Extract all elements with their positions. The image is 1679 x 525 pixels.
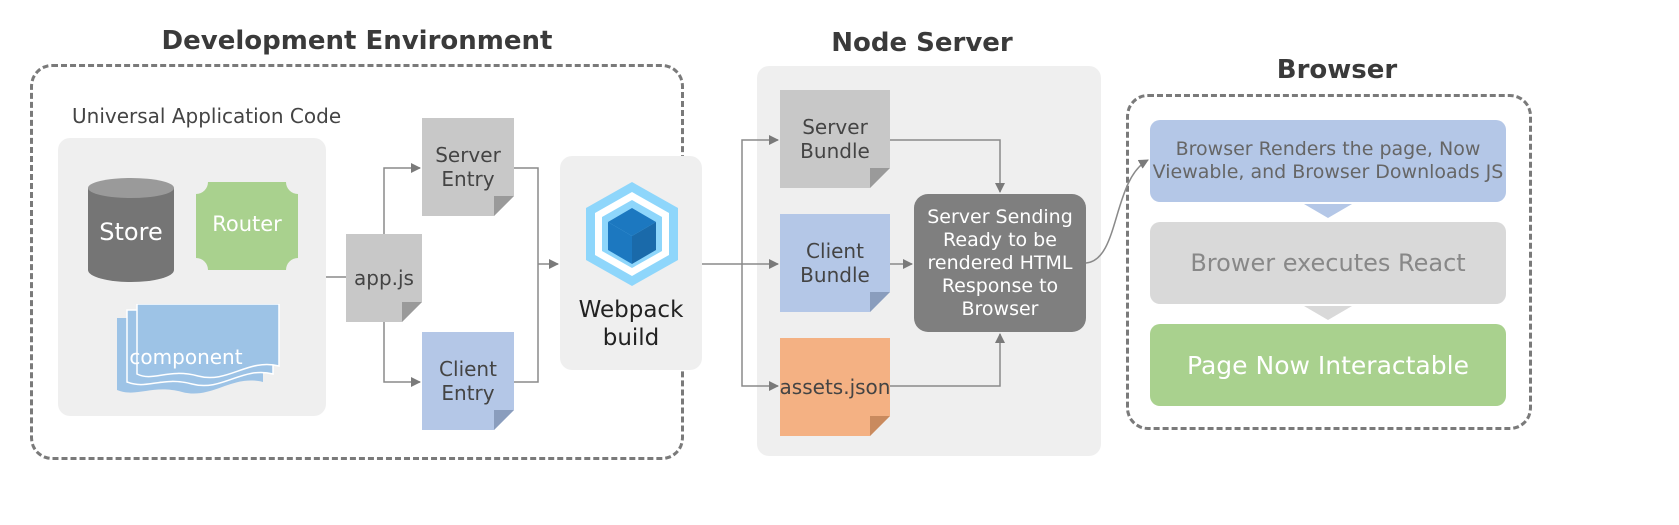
title-browser: Browser xyxy=(1276,55,1398,85)
component-documents-shape xyxy=(117,304,280,394)
server-bundle-line-1: Server xyxy=(802,115,868,139)
client-entry-line-1: Client xyxy=(439,357,497,381)
server-entry-file: Server Entry xyxy=(422,118,514,216)
webpack-label-line-2: build xyxy=(602,325,660,351)
server-entry-fold xyxy=(494,196,514,216)
server-sending-line-4: Response to xyxy=(941,274,1059,297)
app-js-file: app.js xyxy=(346,234,422,322)
server-bundle-line-2: Bundle xyxy=(800,139,870,163)
server-sending-box: Server Sending Ready to be rendered HTML… xyxy=(914,194,1086,332)
browser-renders-line-2: Viewable, and Browser Downloads JS xyxy=(1152,161,1504,183)
client-entry-line-2: Entry xyxy=(441,381,495,405)
page-interactable-step: Page Now Interactable xyxy=(1150,324,1506,406)
browser-executes-react-label: Brower executes React xyxy=(1190,249,1466,277)
assets-json-label: assets.json xyxy=(779,375,891,399)
title-development-environment: Development Environment xyxy=(161,26,553,56)
client-bundle-line-2: Bundle xyxy=(800,263,870,287)
server-sending-line-1: Server Sending xyxy=(927,205,1073,228)
browser-renders-step: Browser Renders the page, Now Viewable, … xyxy=(1150,120,1506,202)
server-entry-line-1: Server xyxy=(435,143,501,167)
client-entry-file: Client Entry xyxy=(422,332,514,430)
browser-executes-react-step: Brower executes React xyxy=(1150,222,1506,304)
title-node-server: Node Server xyxy=(831,28,1013,58)
webpack-build-label: Webpack build xyxy=(560,296,702,352)
browser-renders-line-1: Browser Renders the page, Now xyxy=(1175,138,1481,160)
assets-json-fold xyxy=(870,416,890,436)
server-bundle-fold xyxy=(870,168,890,188)
client-bundle-fold xyxy=(870,292,890,312)
universal-application-code-label: Universal Application Code xyxy=(72,104,342,128)
app-js-fold xyxy=(402,302,422,322)
router-shape xyxy=(196,182,298,270)
server-sending-line-5: Browser xyxy=(961,297,1039,320)
app-js-label: app.js xyxy=(354,266,414,290)
webpack-label-line-1: Webpack xyxy=(578,297,684,323)
client-bundle-line-1: Client xyxy=(806,239,864,263)
store-label: Store xyxy=(99,218,163,246)
server-entry-line-2: Entry xyxy=(441,167,495,191)
server-sending-line-2: Ready to be xyxy=(943,228,1057,251)
store-database-icon xyxy=(88,178,174,282)
client-entry-fold xyxy=(494,410,514,430)
component-label: component xyxy=(129,345,243,369)
server-sending-line-3: rendered HTML xyxy=(927,251,1073,274)
webpack-logo-icon xyxy=(586,182,678,286)
page-interactable-label: Page Now Interactable xyxy=(1187,350,1469,380)
router-label: Router xyxy=(212,212,282,236)
